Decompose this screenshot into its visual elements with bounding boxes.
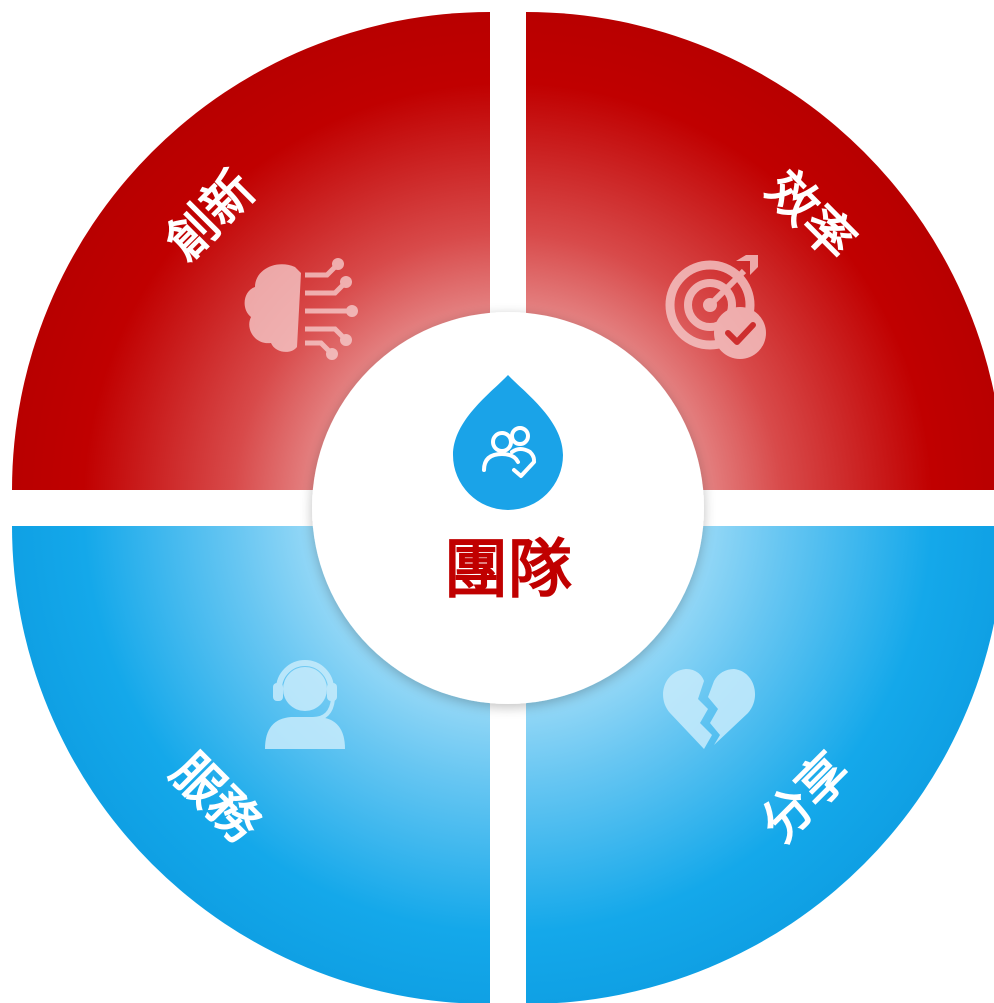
- brain-circuit-icon: [244, 258, 358, 360]
- headset-user-icon: [265, 660, 345, 749]
- team-drop-icon: [453, 375, 563, 510]
- center-label: 團隊: [444, 534, 572, 608]
- target-check-icon: [665, 255, 766, 359]
- heart-puzzle-icon: [663, 669, 756, 749]
- center-hub: 團隊: [312, 312, 704, 704]
